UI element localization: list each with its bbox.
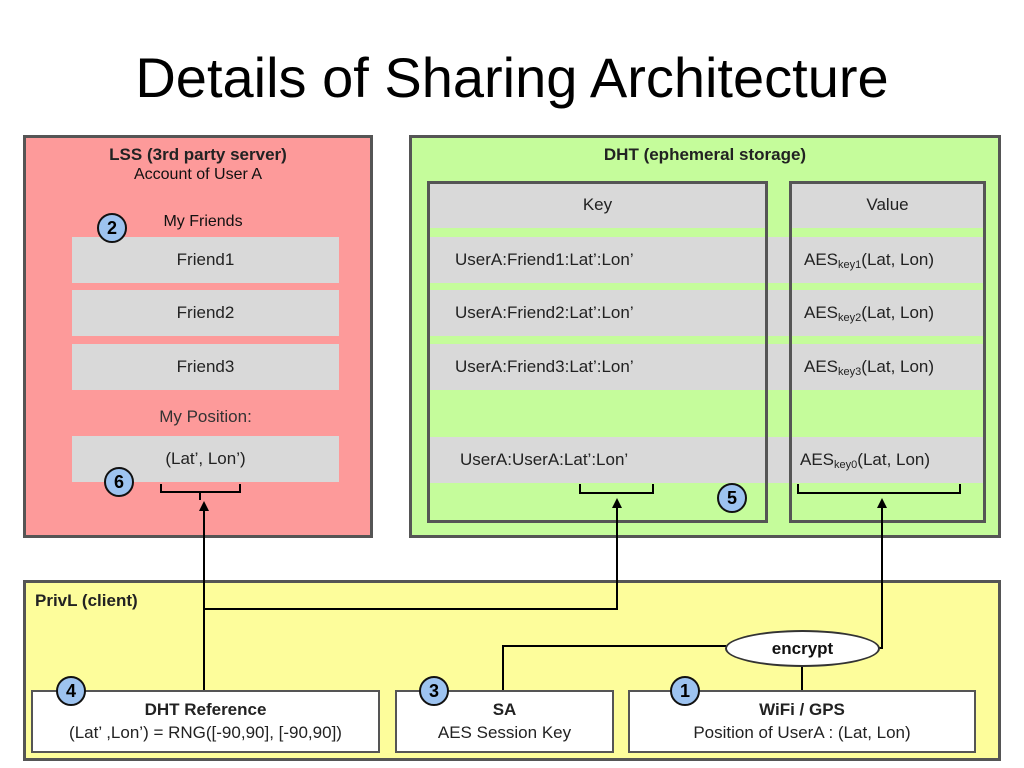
- friend-row: Friend2: [72, 290, 339, 336]
- my-friends-label: My Friends: [163, 213, 243, 230]
- encrypt-oval: encrypt: [725, 630, 880, 667]
- dht-value-column: [789, 181, 986, 523]
- value-header-bg: [792, 184, 983, 228]
- wifi-gps-detail: Position of UserA : (Lat, Lon): [693, 723, 911, 742]
- arrowhead: [612, 498, 622, 508]
- dht-row-background: [428, 437, 985, 483]
- dht-reference-detail: (Lat’ ,Lon’) = RNG([-90,90], [-90,90]): [69, 723, 342, 742]
- value-header: Value: [866, 195, 909, 214]
- key-header-bg: [430, 184, 765, 228]
- step-3-badge: 3: [419, 676, 449, 706]
- lss-title: LSS (3rd party server): [109, 145, 287, 164]
- lss-position-bracket: [160, 484, 241, 493]
- friend-row: Friend1: [72, 237, 339, 283]
- dht-value: AESkey1(Lat, Lon): [804, 250, 935, 271]
- sa-title: SA: [492, 700, 517, 719]
- arrowhead: [877, 498, 887, 508]
- friend-row: Friend3: [72, 344, 339, 390]
- dht-key-column: [427, 181, 768, 523]
- sa-box: SA AES Session Key: [395, 690, 614, 753]
- step-4-badge: 4: [56, 676, 86, 706]
- step-2-badge: 2: [97, 213, 127, 243]
- encrypt-to-dht-value-line: [879, 505, 883, 649]
- wifi-gps-title: WiFi / GPS: [759, 700, 845, 719]
- dht-key: UserA:Friend1:Lat’:Lon’: [455, 250, 634, 269]
- dht-reference-title: DHT Reference: [144, 700, 267, 719]
- step-6-badge: 6: [104, 467, 134, 497]
- dht-key: UserA:Friend3:Lat’:Lon’: [455, 357, 634, 376]
- slide-title: Details of Sharing Architecture: [135, 46, 889, 109]
- dht-key: UserA:Friend2:Lat’:Lon’: [455, 303, 634, 322]
- sa-to-encrypt-line: [502, 645, 726, 690]
- dht-ref-to-dht-key-line: [204, 505, 618, 610]
- arrowhead: [199, 501, 209, 511]
- dht-value: AESkey0(Lat, Lon): [800, 450, 931, 471]
- dht-row-background: [428, 237, 985, 283]
- dht-row-background: [428, 290, 985, 336]
- lss-subtitle: Account of User A: [133, 166, 263, 183]
- privl-title: PrivL (client): [35, 591, 138, 610]
- dht-row-background: [428, 344, 985, 390]
- my-position-label: My Position:: [159, 407, 252, 426]
- dht-key-bracket: [579, 484, 654, 494]
- step-1-badge: 1: [670, 676, 700, 706]
- dht-title: DHT (ephemeral storage): [603, 145, 807, 164]
- step-5-badge: 5: [717, 483, 747, 513]
- dht-value: AESkey2(Lat, Lon): [804, 303, 935, 324]
- dht-value-bracket: [797, 484, 961, 494]
- dht-value: AESkey3(Lat, Lon): [804, 357, 935, 378]
- dht-reference-box: DHT Reference (Lat’ ,Lon’) = RNG([-90,90…: [31, 690, 380, 753]
- dht-key: UserA:UserA:Lat’:Lon’: [460, 450, 629, 469]
- sa-detail: AES Session Key: [437, 723, 572, 742]
- key-header: Key: [582, 195, 613, 214]
